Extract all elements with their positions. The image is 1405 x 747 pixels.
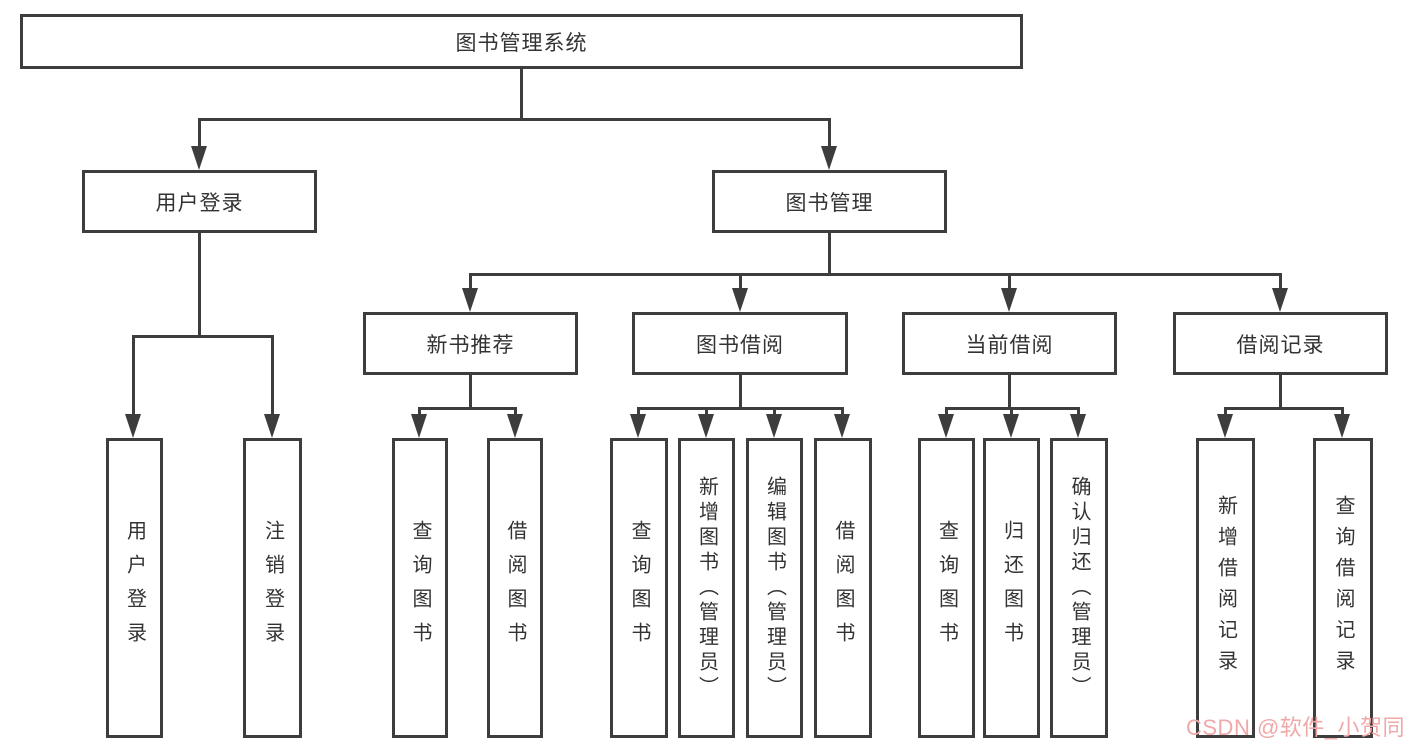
node-root-label: 图书管理系统 xyxy=(455,31,588,55)
connector-line xyxy=(773,407,776,417)
leaf-query-books-recommend: 查询图书 xyxy=(392,438,448,738)
connector-line xyxy=(418,407,517,410)
connector-line xyxy=(132,335,135,416)
node-book-borrow: 图书借阅 xyxy=(632,312,848,375)
connector-line xyxy=(469,273,472,290)
connector-line xyxy=(637,407,640,417)
arrowhead-down-icon xyxy=(1070,414,1086,438)
leaf-user-login: 用户登录 xyxy=(106,438,163,738)
arrowhead-down-icon xyxy=(1003,414,1019,438)
connector-line xyxy=(1341,407,1344,417)
arrowhead-down-icon xyxy=(630,414,646,438)
node-user-login: 用户登录 xyxy=(82,170,317,233)
arrowhead-down-icon xyxy=(507,414,523,438)
leaf-borrow-books-recommend: 借阅图书 xyxy=(487,438,543,738)
connector-line xyxy=(469,273,1282,276)
connector-line xyxy=(739,273,742,290)
leaf-edit-book-admin: 编辑图书（管理员） xyxy=(746,438,803,738)
node-new-book-recommend: 新书推荐 xyxy=(363,312,578,375)
connector-line xyxy=(1224,407,1227,417)
connector-line xyxy=(520,69,523,119)
leaf-logout: 注销登录 xyxy=(243,438,302,738)
connector-line xyxy=(828,118,831,150)
node-book-borrow-label: 图书借阅 xyxy=(696,333,784,357)
leaf-add-book-admin: 新增图书（管理员） xyxy=(678,438,735,738)
connector-line xyxy=(739,375,742,410)
node-book-management-label: 图书管理 xyxy=(785,191,874,215)
node-borrow-records-label: 借阅记录 xyxy=(1236,333,1325,357)
node-current-borrow: 当前借阅 xyxy=(902,312,1117,375)
node-new-book-recommend-label: 新书推荐 xyxy=(426,333,515,357)
arrowhead-down-icon xyxy=(1217,414,1233,438)
connector-line xyxy=(198,233,201,338)
arrowhead-down-icon xyxy=(766,414,782,438)
arrowhead-down-icon xyxy=(1001,288,1017,312)
arrowhead-down-icon xyxy=(821,146,837,170)
node-borrow-records: 借阅记录 xyxy=(1173,312,1388,375)
connector-line xyxy=(841,407,844,417)
connector-line xyxy=(945,407,948,417)
arrowhead-down-icon xyxy=(264,414,280,438)
connector-line xyxy=(418,407,421,417)
connector-line xyxy=(637,407,843,410)
connector-line xyxy=(469,375,472,410)
connector-line xyxy=(1224,407,1343,410)
arrowhead-down-icon xyxy=(191,146,207,170)
connector-line xyxy=(514,407,517,417)
leaf-borrow-books-2: 借阅图书 xyxy=(814,438,872,738)
arrowhead-down-icon xyxy=(411,414,427,438)
connector-line xyxy=(1008,273,1011,290)
connector-line xyxy=(198,118,831,121)
leaf-query-books-current: 查询图书 xyxy=(918,438,975,738)
arrowhead-down-icon xyxy=(732,288,748,312)
arrowhead-down-icon xyxy=(125,414,141,438)
connector-line xyxy=(705,407,708,417)
connector-line xyxy=(1279,375,1282,410)
arrowhead-down-icon xyxy=(462,288,478,312)
connector-line xyxy=(828,233,831,276)
leaf-add-borrow-record: 新增借阅记录 xyxy=(1196,438,1255,738)
node-book-management: 图书管理 xyxy=(712,170,947,233)
node-current-borrow-label: 当前借阅 xyxy=(965,333,1054,357)
connector-line xyxy=(1008,375,1011,410)
connector-line xyxy=(198,118,201,150)
arrowhead-down-icon xyxy=(834,414,850,438)
connector-line xyxy=(1010,407,1013,417)
csdn-watermark: CSDN @软件_小贺同学 xyxy=(1186,715,1405,740)
arrowhead-down-icon xyxy=(1272,288,1288,312)
leaf-confirm-return-admin: 确认归还（管理员） xyxy=(1050,438,1108,738)
arrowhead-down-icon xyxy=(698,414,714,438)
leaf-return-book: 归还图书 xyxy=(983,438,1040,738)
arrowhead-down-icon xyxy=(938,414,954,438)
connector-line xyxy=(1279,273,1282,290)
connector-line xyxy=(132,335,274,338)
connector-line xyxy=(271,335,274,416)
node-root: 图书管理系统 xyxy=(20,14,1023,69)
leaf-query-books-borrow: 查询图书 xyxy=(610,438,668,738)
leaf-query-borrow-record: 查询借阅记录 xyxy=(1313,438,1373,738)
node-user-login-label: 用户登录 xyxy=(155,191,244,215)
connector-line xyxy=(1077,407,1080,417)
arrowhead-down-icon xyxy=(1334,414,1350,438)
